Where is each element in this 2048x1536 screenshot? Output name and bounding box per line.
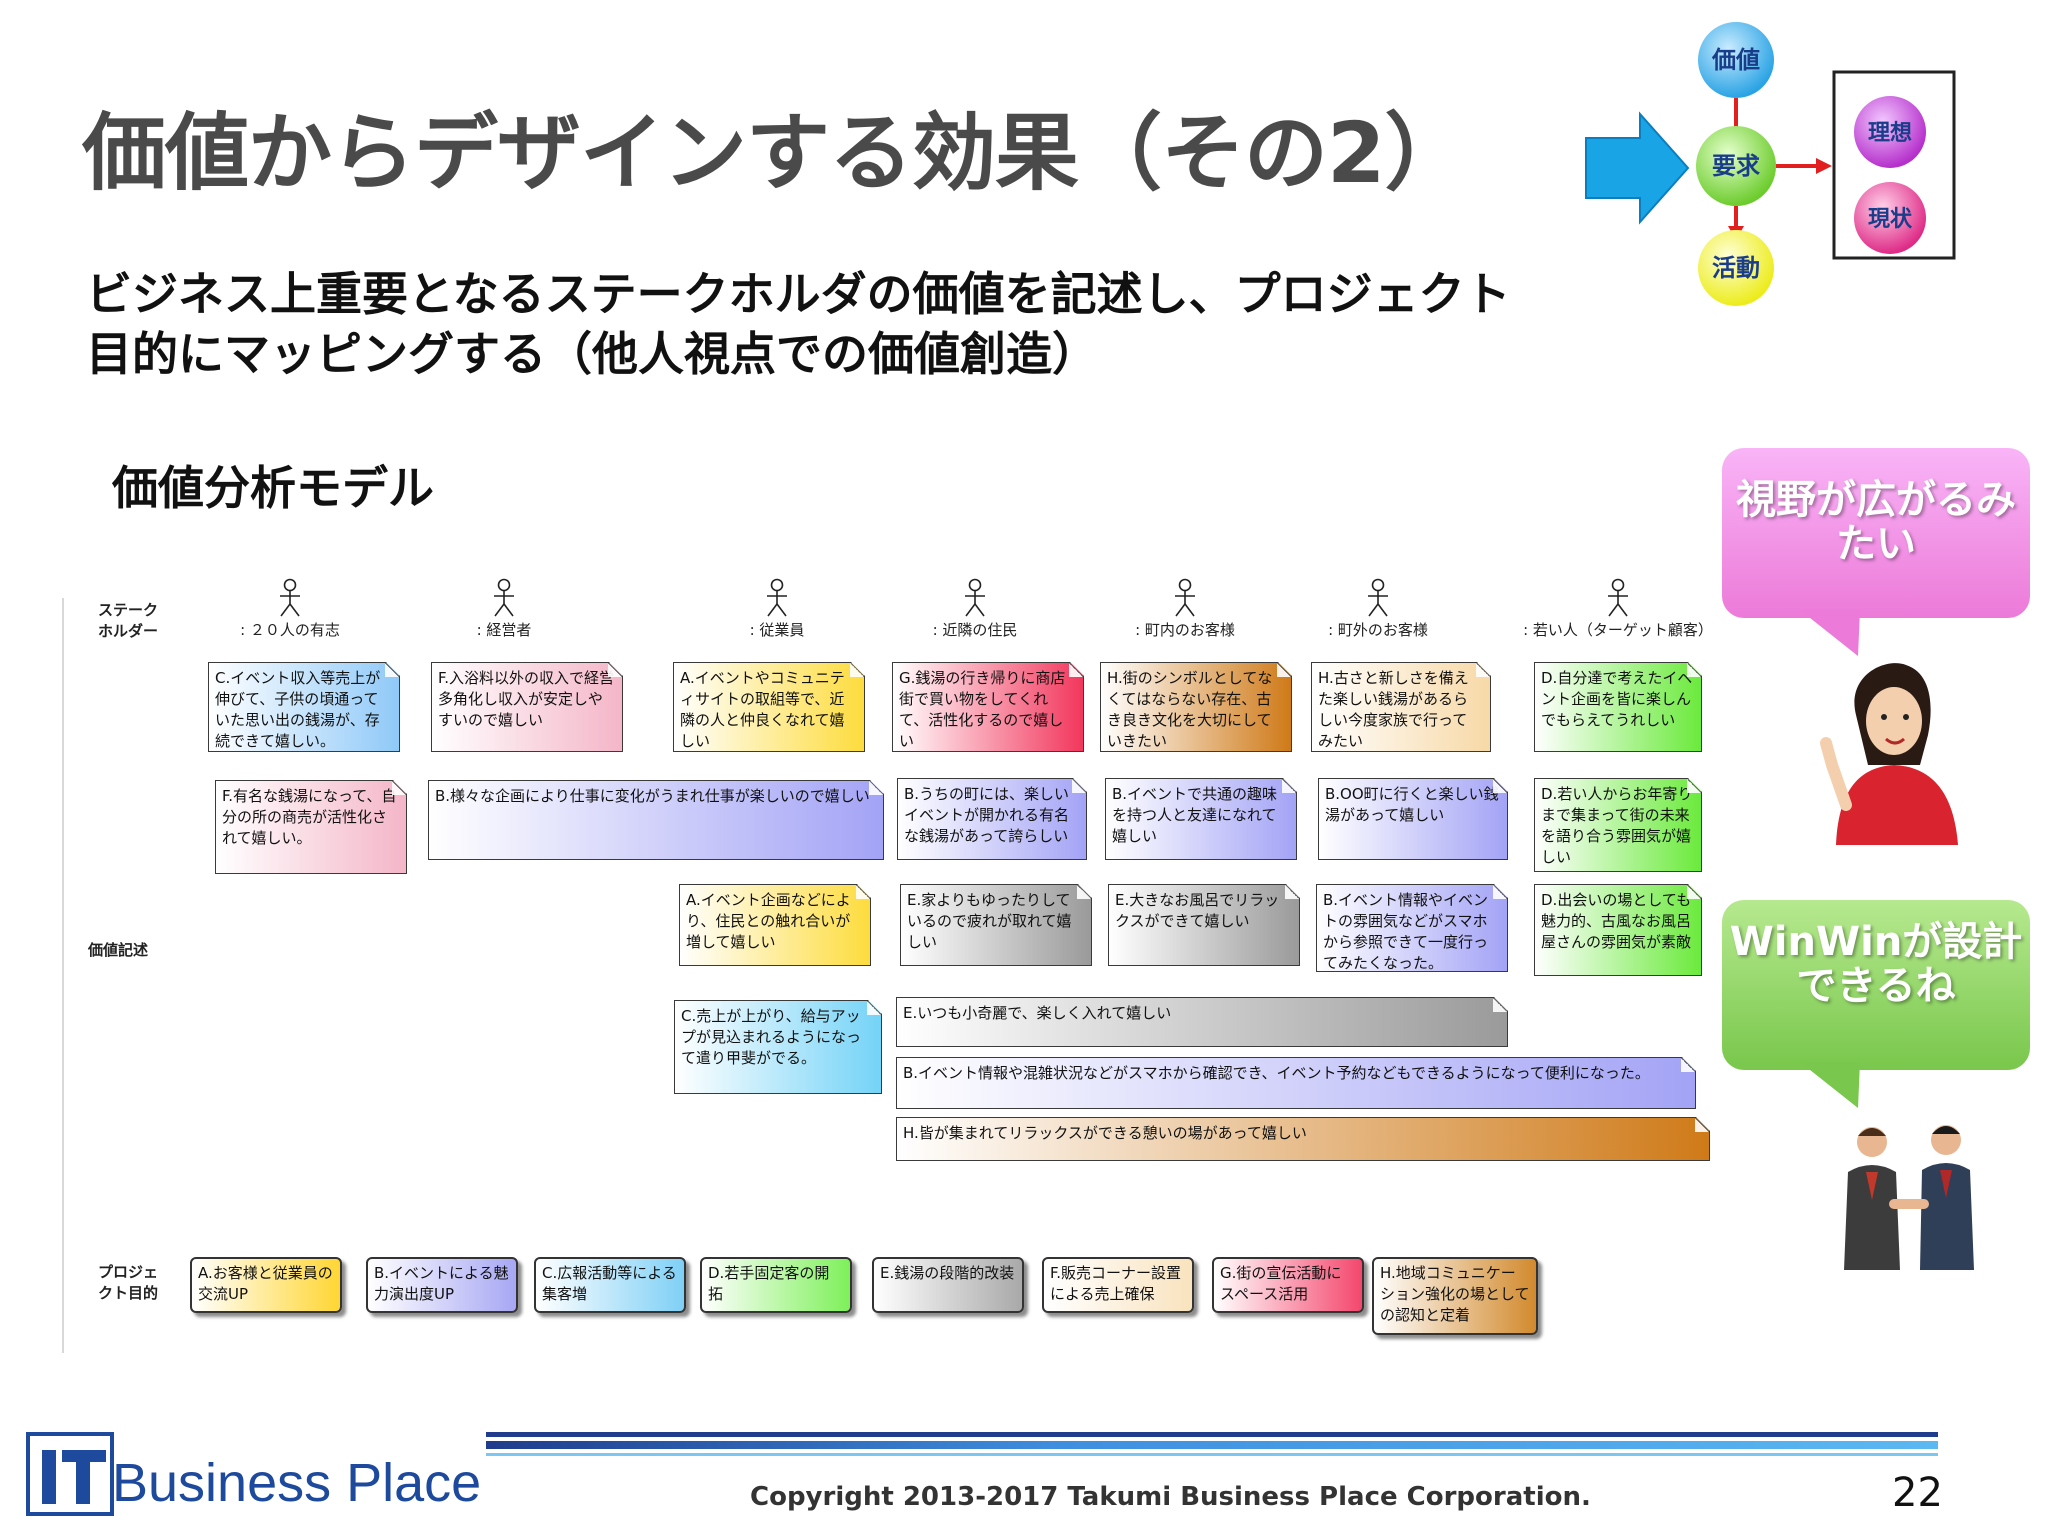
stakeholder-manager: : 経営者: [429, 578, 579, 640]
value-note: E.いつも小奇麗で、楽しく入れて嬉しい: [896, 997, 1508, 1047]
speech-bubble-pink: 視野が広がるみたい: [1722, 448, 2030, 618]
project-goal: G.街の宣伝活動にスペース活用: [1212, 1257, 1364, 1313]
stakeholder-outside-customers: : 町外のお客様: [1303, 578, 1453, 640]
value-note: B.OO町に行くと楽しい銭湯があって嬉しい: [1318, 778, 1508, 860]
footer-divider: [486, 1453, 1938, 1456]
project-goal: B.イベントによる魅力演出度UP: [366, 1257, 518, 1313]
footer-divider: [486, 1441, 1938, 1449]
actor-icon: [1608, 578, 1628, 617]
speech-bubble-green: WinWinが設計できるね: [1722, 900, 2030, 1070]
value-analysis-diagram: [62, 598, 1724, 1353]
activity-node-icon: [1698, 230, 1774, 306]
actor-icon: [494, 578, 514, 617]
value-note: A.イベントやコミュニティサイトの取組等で、近隣の人と仲良くなれて嬉しい: [673, 662, 865, 752]
ideal-node-icon: [1854, 96, 1926, 168]
woman-pointing-icon: [1820, 663, 1958, 845]
row-label-value: 価値記述: [88, 941, 149, 959]
value-node-icon: [1698, 22, 1774, 98]
model-title: 価値分析モデル: [112, 461, 434, 515]
subtitle-line-2: 目的にマッピングする（他人視点での価値創造）: [86, 327, 1098, 381]
requirement-node-icon: [1696, 126, 1776, 206]
project-goal: F.販売コーナー設置による売上確保: [1042, 1257, 1194, 1313]
value-note: F.有名な銭湯になって、自分の所の商売が活性化されて嬉しい。: [215, 780, 407, 874]
page-number: 22: [1892, 1470, 1943, 1516]
stakeholder-neighbors: : 近隣の住民: [900, 578, 1050, 640]
bubble-tail-icon: [1800, 610, 1860, 656]
value-note: H.古さと新しさを備えた楽しい銭湯があるらしい今度家族で行ってみたい: [1311, 662, 1491, 752]
row-label-stakeholder: ステーク ホルダー: [98, 601, 159, 640]
value-note: H.皆が集まれてリラックスができる憩いの場があって嬉しい: [896, 1117, 1710, 1161]
actor-icon: [280, 578, 300, 617]
footer-divider: [486, 1432, 1938, 1437]
svg-text:理想: 理想: [1868, 121, 1912, 146]
value-note: B.イベントで共通の趣味を持つ人と友達になれて嬉しい: [1105, 778, 1297, 860]
value-note: D.自分達で考えたイベント企画を皆に楽しんでもらえてうれしい: [1534, 662, 1702, 752]
subtitle-line-1: ビジネス上重要となるステークホルダの価値を記述し、プロジェクト: [86, 267, 1511, 321]
value-note: E.家よりもゆったりしているので疲れが取れて嬉しい: [900, 884, 1092, 966]
project-goal: A.お客様と従業員の交流UP: [190, 1257, 342, 1313]
value-flow-icon: 価値 要求 活動 理想 現状: [1585, 22, 1956, 306]
value-note: B.イベント情報や混雑状況などがスマホから確認でき、イベント予約などもできるよう…: [896, 1057, 1696, 1109]
handshake-icon: [1844, 1125, 1974, 1270]
current-node-icon: [1854, 182, 1926, 254]
actor-icon: [965, 578, 985, 617]
project-goal: E.銭湯の段階的改装: [872, 1257, 1024, 1313]
value-note: C.売上が上がり、給与アップが見込まれるようになって遣り甲斐がでる。: [674, 1000, 882, 1094]
value-note: C.イベント収入等売上が伸びて、子供の頃通っていた思い出の銭湯が、存続できて嬉し…: [208, 662, 400, 752]
value-note: E.大きなお風呂でリラックスができて嬉しい: [1108, 884, 1300, 966]
svg-text:活動: 活動: [1712, 254, 1760, 282]
svg-text:要求: 要求: [1712, 152, 1760, 180]
project-goal: D.若手固定客の開拓: [700, 1257, 852, 1313]
stakeholder-volunteers: : ２０人の有志: [215, 578, 365, 640]
actor-icon: [1368, 578, 1388, 617]
svg-text:価値: 価値: [1711, 46, 1760, 74]
row-label-goal: プロジェ クト目的: [98, 1263, 159, 1302]
svg-text:現状: 現状: [1868, 207, 1913, 232]
value-note: D.出会いの場としても魅力的、古風なお風呂屋さんの雰囲気が素敵: [1534, 884, 1702, 976]
stakeholder-employee: : 従業員: [702, 578, 852, 640]
value-note: B.イベント情報やイベントの雰囲気などがスマホから参照できて一度行ってみたくなっ…: [1316, 884, 1508, 972]
value-note: A.イベント企画などにより、住民との触れ合いが増して嬉しい: [679, 884, 871, 966]
company-logo-icon: [26, 1432, 114, 1516]
big-arrow-icon: [1585, 111, 1690, 225]
value-note: G.銭湯の行き帰りに商店街で買い物をしてくれて、活性化するので嬉しい: [892, 662, 1084, 752]
project-goal: C.広報活動等による集客増: [534, 1257, 686, 1313]
bubble-tail-icon: [1800, 1062, 1860, 1108]
stakeholder-local-customers: : 町内のお客様: [1110, 578, 1260, 640]
actor-icon: [1175, 578, 1195, 617]
value-note: B.うちの町には、楽しいイベントが開かれる有名な銭湯があって誇らしい: [897, 778, 1087, 860]
copyright-text: Copyright 2013-2017 Takumi Business Plac…: [750, 1482, 1591, 1512]
page-title: 価値からデザインする効果（その2）: [82, 104, 1468, 202]
value-note: H.街のシンボルとしてなくてはならない存在、古き良き文化を大切にしていきたい: [1100, 662, 1292, 752]
value-note: D.若い人からお年寄りまで集まって街の未来を語り合う雰囲気が嬉しい: [1534, 778, 1702, 872]
value-note: F.入浴料以外の収入で経営多角化し収入が安定しやすいので嬉しい: [431, 662, 623, 752]
project-goal: H.地域コミュニケーション強化の場としての認知と定着: [1372, 1257, 1538, 1335]
value-note: B.様々な企画により仕事に変化がうまれ仕事が楽しいので嬉しい: [428, 780, 884, 860]
company-logo-text: Business Place: [112, 1453, 482, 1513]
actor-icon: [767, 578, 787, 617]
stakeholder-young-people: : 若い人（ターゲット顧客）: [1488, 578, 1748, 640]
